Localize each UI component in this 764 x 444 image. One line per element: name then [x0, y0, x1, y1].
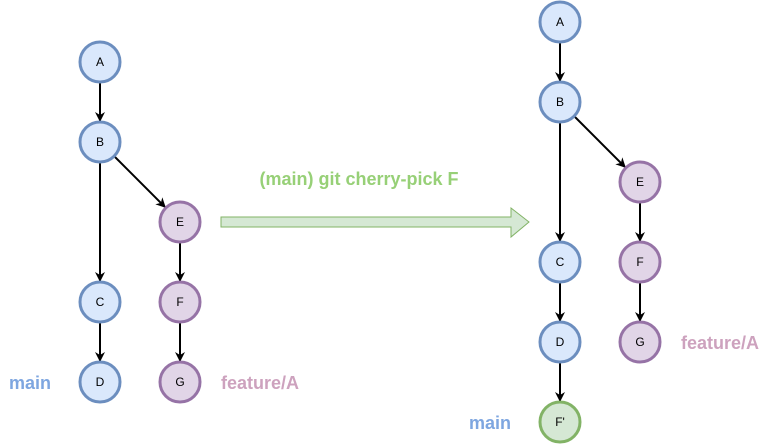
before-main-label: main — [9, 373, 51, 393]
commit-label: C — [96, 295, 105, 309]
after-feature-label: feature/A — [681, 333, 759, 353]
commit-label: F' — [555, 415, 565, 429]
commit-label: F — [636, 255, 643, 269]
after-commit-D: D — [538, 320, 582, 364]
after-commit-F: F — [618, 240, 662, 284]
commit-label: D — [96, 375, 105, 389]
commit-circle — [158, 280, 202, 324]
commit-circle — [538, 240, 582, 284]
commit-circle — [538, 80, 582, 124]
commit-circle — [618, 160, 662, 204]
after-main-label: main — [469, 413, 511, 433]
transform-arrow — [220, 206, 530, 239]
before-commit-D: D — [78, 360, 122, 404]
commit-circle — [78, 120, 122, 164]
before-commit-E: E — [158, 200, 202, 244]
commit-label: C — [556, 255, 565, 269]
commit-circle — [618, 240, 662, 284]
after-commit-G: G — [618, 320, 662, 364]
commit-label: D — [556, 335, 565, 349]
commit-label: G — [635, 335, 644, 349]
before-graph: A B C D E F G — [78, 40, 202, 404]
commit-circle — [538, 320, 582, 364]
after-commit-C: C — [538, 240, 582, 284]
commit-circle — [78, 40, 122, 84]
commit-circle — [538, 0, 582, 44]
commit-label: F — [176, 295, 183, 309]
after-commit-A: A — [538, 0, 582, 44]
commit-circle — [538, 400, 582, 444]
commit-label: B — [96, 135, 104, 149]
after-commit-B: B — [538, 80, 582, 124]
commit-label: G — [175, 375, 184, 389]
command-text: (main) git cherry-pick F — [259, 169, 458, 189]
before-commit-G: G — [158, 360, 202, 404]
after-edge-B-E — [573, 115, 626, 168]
before-commit-B: B — [78, 120, 122, 164]
commit-circle — [618, 320, 662, 364]
commit-circle — [158, 360, 202, 404]
commit-circle — [78, 280, 122, 324]
before-commit-F: F — [158, 280, 202, 324]
commit-label: E — [636, 175, 644, 189]
before-commit-C: C — [78, 280, 122, 324]
before-commit-A: A — [78, 40, 122, 84]
before-edge-B-E — [113, 155, 166, 208]
before-feature-label: feature/A — [221, 373, 299, 393]
commit-label: E — [176, 215, 184, 229]
commit-circle — [78, 360, 122, 404]
commit-circle — [158, 200, 202, 244]
commit-label: B — [556, 95, 564, 109]
after-commit-F2: F' — [538, 400, 582, 444]
after-commit-E: E — [618, 160, 662, 204]
commit-label: A — [556, 15, 564, 29]
commit-label: A — [96, 55, 104, 69]
after-graph: A B C D F' E F G — [538, 0, 662, 444]
